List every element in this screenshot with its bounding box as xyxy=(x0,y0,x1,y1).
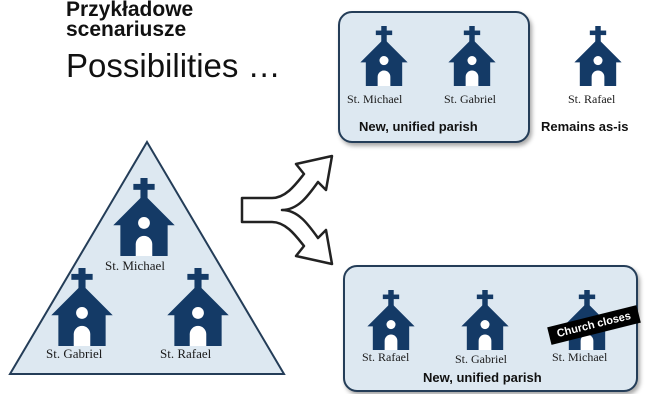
scenario2-church-label: St. Gabriel xyxy=(455,352,507,366)
scenario1-church-label: St. Michael xyxy=(347,92,403,106)
triangle-church-label: St. Michael xyxy=(105,258,165,273)
church-icon xyxy=(354,26,414,86)
split-arrow-icon xyxy=(240,154,334,266)
scenario1-church-label: St. Gabriel xyxy=(444,92,496,106)
church-icon xyxy=(362,290,420,350)
church-icon xyxy=(162,268,234,346)
church-icon xyxy=(108,178,180,256)
scenario2-church-label: St. Rafael xyxy=(362,350,410,364)
scenario1-outside-church-label: St. Rafael xyxy=(568,92,616,106)
triangle-church-label: St. Rafael xyxy=(160,346,212,361)
church-icon xyxy=(456,290,514,350)
slide-title: Possibilities … xyxy=(66,47,281,84)
scenario1-box-label: New, unified parish xyxy=(359,119,478,134)
church-icon xyxy=(568,26,628,86)
scenario2-box-label: New, unified parish xyxy=(423,370,542,385)
scenario1-outside-label: Remains as-is xyxy=(541,119,629,134)
scenario2-church-label: St. Michael xyxy=(552,350,608,364)
slide-title-polish: Przykładowe scenariusze xyxy=(66,0,194,41)
church-icon xyxy=(46,268,118,346)
triangle-church-label: St. Gabriel xyxy=(46,346,103,361)
church-icon xyxy=(442,26,502,86)
